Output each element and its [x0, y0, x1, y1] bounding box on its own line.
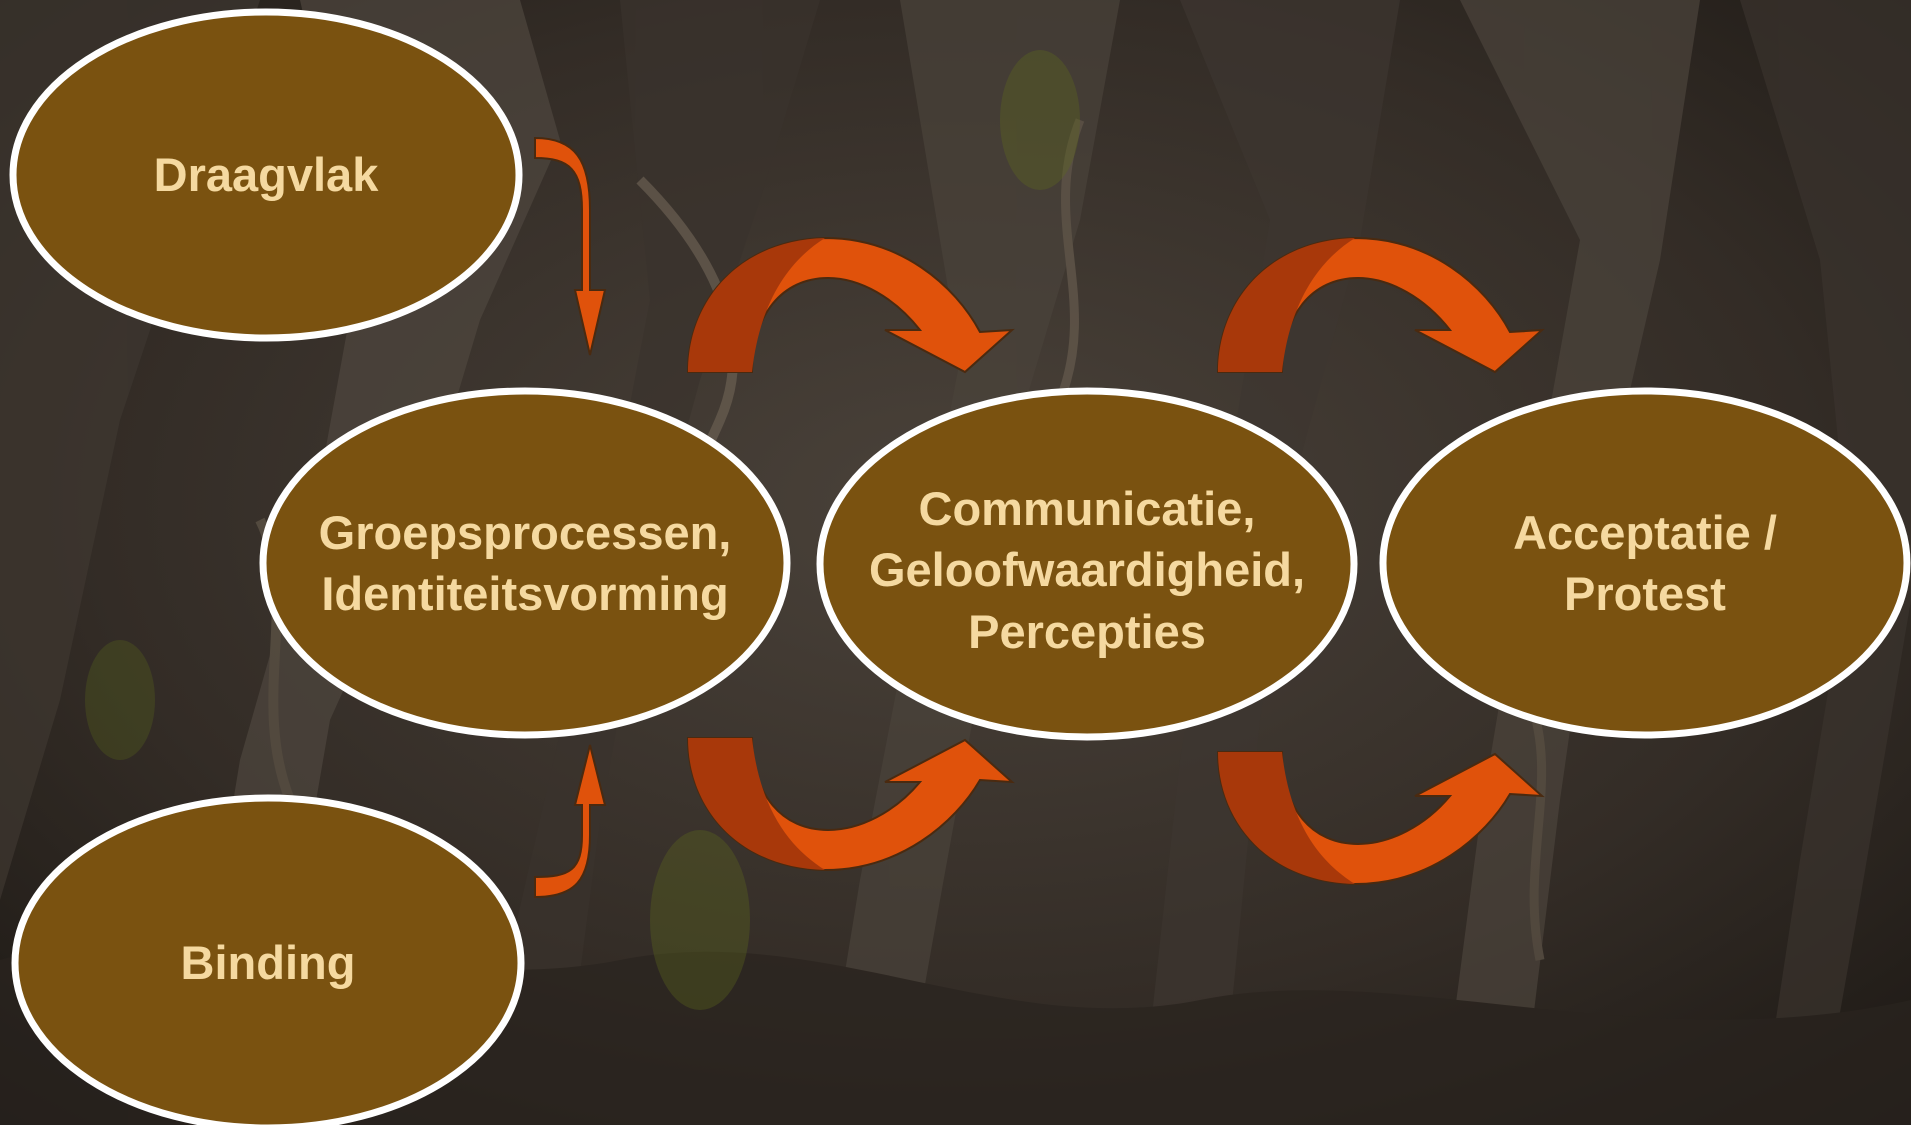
node-draagvlak — [9, 8, 523, 342]
arrow-binding-to-groepsprocessen — [534, 744, 607, 899]
node-communicatie — [816, 387, 1358, 741]
node-binding — [11, 794, 525, 1125]
moss-patches — [85, 50, 1080, 1010]
node-acceptatie — [1379, 387, 1911, 739]
arrow-top-communicatie-to-acceptatie — [1216, 236, 1545, 374]
arrow-draagvlak-to-groepsprocessen — [534, 136, 607, 356]
arrow-bottom-communicatie-to-acceptatie — [1216, 751, 1545, 886]
arrow-bottom-groep-to-communicatie — [686, 737, 1015, 872]
arrow-top-groep-to-communicatie — [686, 236, 1015, 374]
node-groepsprocessen — [259, 387, 791, 739]
